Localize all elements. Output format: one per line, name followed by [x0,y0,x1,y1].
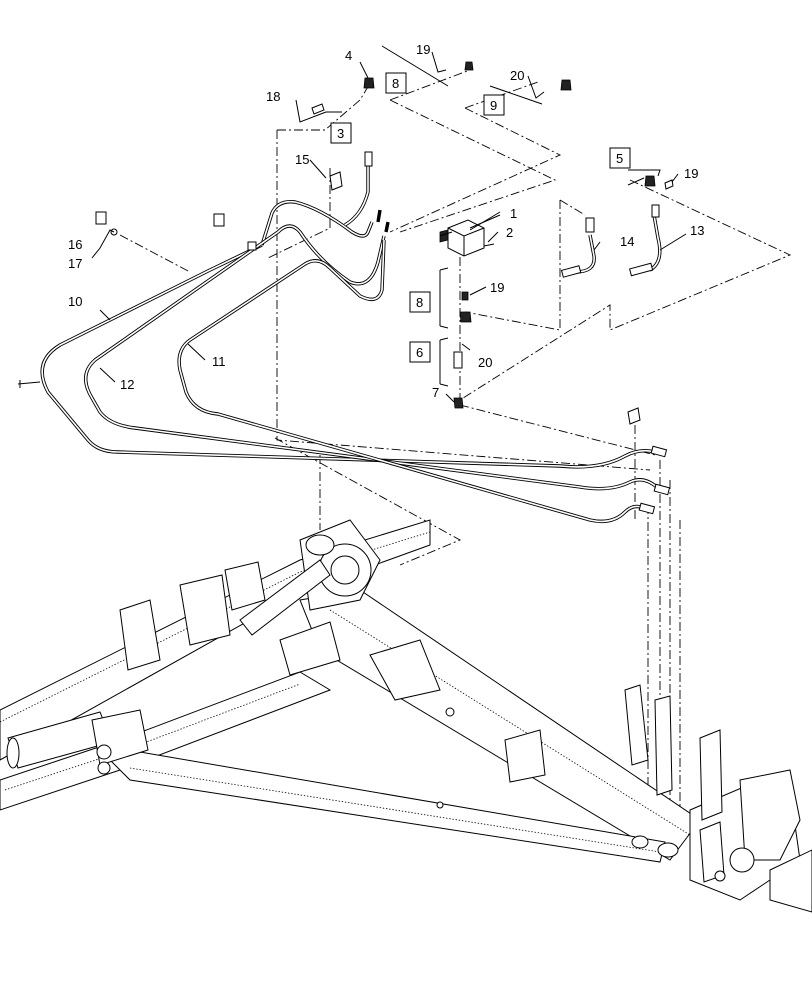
callout-18: 18 [266,89,280,104]
callout-6: 6 [416,345,423,360]
callout-20-top: 20 [510,68,524,83]
callout-14: 14 [620,234,634,249]
box-5 [609,147,631,169]
callout-boxes [330,72,631,363]
callout-19-top: 19 [416,42,430,57]
callout-11: 11 [212,354,226,369]
valve-block [447,219,485,257]
callout-16: 16 [68,237,82,252]
callout-1: 1 [510,206,517,221]
callout-4: 4 [345,48,352,63]
callout-8-top: 8 [392,76,399,91]
box-8-mid [409,291,431,313]
callout-13: 13 [690,223,704,238]
tube-11 [177,239,649,524]
box-9 [483,94,505,116]
callout-8-mid: 8 [416,295,423,310]
callout-3: 3 [337,126,344,141]
hydraulic-tubes [17,200,671,524]
callout-2: 2 [506,225,513,240]
callout-9: 9 [490,98,497,113]
assembly-lines [119,69,792,820]
callout-7: 7 [432,385,439,400]
callout-labels: 1 2 3 4 5 6 7 8 8 9 10 11 12 13 14 15 16… [68,42,704,400]
callout-10: 10 [68,294,82,309]
callout-20-mid: 20 [478,355,492,370]
small-parts [95,61,674,425]
callout-5: 5 [616,151,623,166]
hoses [344,151,662,278]
machine-frame [0,519,812,913]
leader-lines [91,45,687,403]
callout-15: 15 [295,152,309,167]
tube-12 [84,224,662,492]
callout-19-right: 19 [684,166,698,181]
callout-12: 12 [120,377,134,392]
box-6 [409,341,431,363]
box-3 [330,122,352,144]
box-8-top [385,72,407,94]
callout-19-mid: 19 [490,280,504,295]
callout-17: 17 [68,256,82,271]
